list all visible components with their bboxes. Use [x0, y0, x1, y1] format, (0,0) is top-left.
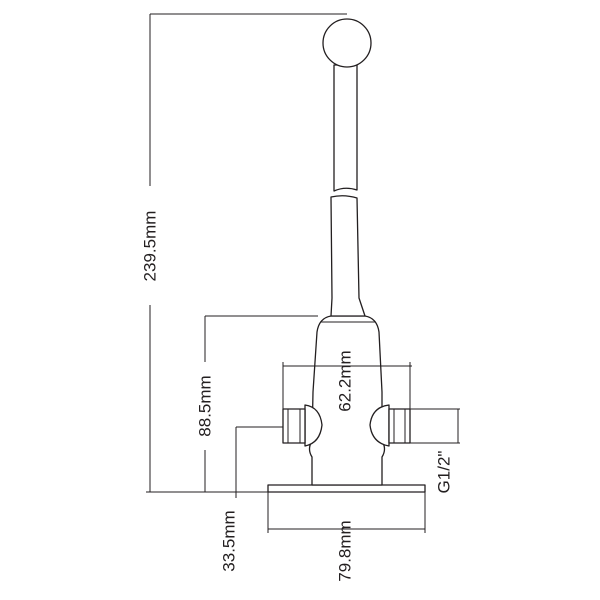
dim-total-height: 239.5mm [141, 13, 347, 493]
dim-thread: G1/2" [410, 408, 460, 494]
thread-label: G1/2" [435, 451, 454, 494]
right-inlet-dome [369, 404, 390, 447]
faucet-outline [267, 18, 426, 493]
dim-body-height: 88.5mm [196, 315, 318, 492]
handle-stem-lower [330, 195, 366, 317]
dim-base-width: 79.8mm [267, 492, 426, 582]
handle-stem-upper [333, 64, 358, 192]
dim-inlet-spacing: 62.2mm [282, 350, 412, 412]
left-inlet-nut [282, 408, 306, 444]
inlet-spacing-label: 62.2mm [336, 350, 355, 411]
body-height-label: 88.5mm [196, 375, 215, 436]
base-plate [267, 484, 426, 493]
dim-base-to-inlet: 33.5mm [220, 426, 283, 572]
left-inlet-dome [304, 404, 323, 447]
handle-knob [322, 18, 372, 68]
base-to-inlet-label: 33.5mm [220, 510, 239, 571]
right-inlet-nut [388, 408, 411, 444]
base-width-label: 79.8mm [336, 520, 355, 581]
total-height-label: 239.5mm [141, 211, 160, 282]
